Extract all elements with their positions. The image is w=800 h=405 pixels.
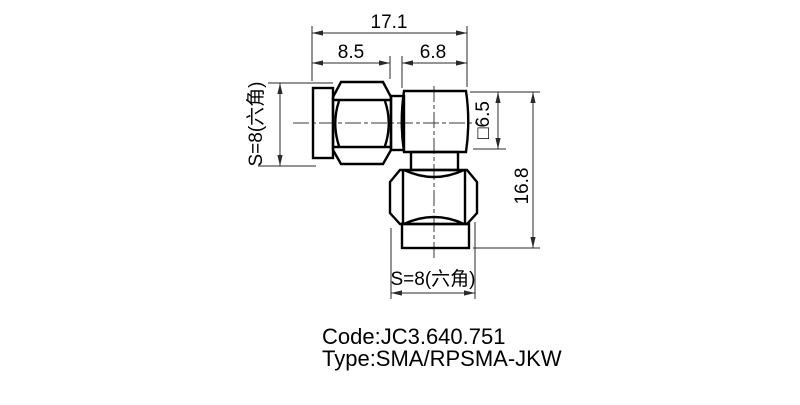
dim-total-length: 17.1 <box>312 12 467 36</box>
dim-label-hex-size-bottom: S=8(六角) <box>391 268 476 290</box>
dim-right-body-width: 6.8 <box>402 42 467 66</box>
dim-label-total-length: 17.1 <box>371 12 408 33</box>
dim-label-hex-size-left: S=8(六角) <box>245 82 267 167</box>
plug-interface-bottom <box>400 222 471 250</box>
centerlines <box>293 86 478 259</box>
drawing-notes: Code:JC3.640.751 Type:SMA/RPSMA-JKW <box>322 324 562 371</box>
dim-label-square-body-size: □6.5 <box>473 101 494 139</box>
dim-square-body-size: □6.5 <box>473 92 501 149</box>
square-body <box>400 89 470 154</box>
dim-label-left-body-length: 8.5 <box>338 42 364 63</box>
dim-overall-height: 16.8 <box>512 92 536 248</box>
dim-hex-size-bottom: S=8(六角) <box>391 268 476 296</box>
body-neck-horizontal <box>389 94 406 152</box>
note-type: Type:SMA/RPSMA-JKW <box>322 346 562 371</box>
dim-label-overall-height: 16.8 <box>512 168 533 205</box>
hex-nut-left <box>331 80 393 166</box>
connector-body <box>311 80 479 250</box>
dim-label-right-body-width: 6.8 <box>420 42 446 63</box>
note-code: Code:JC3.640.751 <box>322 324 505 349</box>
extension-lines <box>258 26 540 299</box>
dim-left-body-length: 8.5 <box>312 42 390 66</box>
dim-hex-size-left: S=8(六角) <box>245 82 283 167</box>
